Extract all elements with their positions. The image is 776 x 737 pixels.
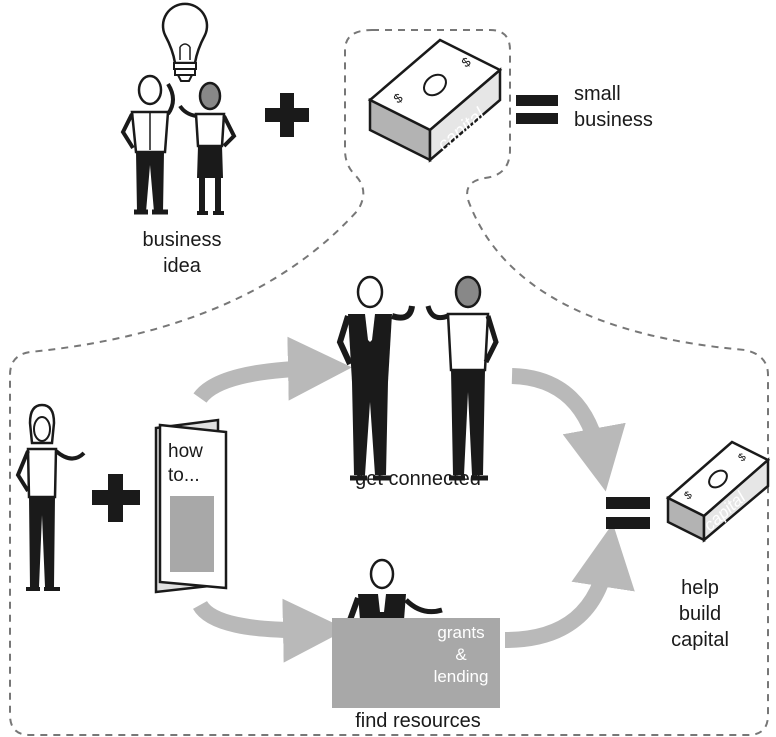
help-build-capital-label: help build capital bbox=[650, 575, 750, 653]
guide-text-line: to... bbox=[168, 465, 200, 486]
money-stack-icon: $ $ capital bbox=[367, 38, 503, 163]
guide-booklet-text: how to... bbox=[168, 440, 218, 488]
arrow-resources-to-capital bbox=[504, 523, 635, 648]
person-icon bbox=[347, 558, 443, 622]
equals-icon bbox=[606, 497, 650, 529]
money-stack-icon: $ $ capital bbox=[665, 440, 771, 543]
arrow-connected-to-capital bbox=[511, 368, 626, 492]
desk-text-line: & bbox=[455, 645, 467, 664]
equals-icon bbox=[516, 95, 558, 124]
guide-text-line: how bbox=[168, 441, 203, 462]
get-connected-label: get connected bbox=[355, 468, 481, 490]
desk-icon bbox=[332, 618, 500, 708]
arrow-to-resources bbox=[193, 598, 347, 663]
business-idea-label: business idea bbox=[118, 227, 246, 279]
person-icon bbox=[15, 403, 86, 591]
result-label-line: capital bbox=[671, 629, 729, 651]
result-label-line: help bbox=[681, 577, 719, 599]
person-icon bbox=[120, 74, 175, 215]
idea-label-line: business bbox=[142, 229, 222, 251]
plus-icon bbox=[92, 474, 140, 522]
grants-lending-text: grants & lending bbox=[425, 622, 497, 688]
arrow-to-connected bbox=[193, 336, 352, 404]
lightbulb-icon bbox=[161, 2, 209, 82]
result-label-line: small bbox=[574, 83, 621, 105]
desk-text-line: grants bbox=[437, 623, 485, 642]
small-business-label: small business bbox=[574, 81, 694, 133]
person-icon bbox=[178, 81, 237, 215]
desk-text-line: lending bbox=[433, 667, 489, 686]
guide-booklet-icon bbox=[154, 418, 228, 594]
idea-label-line: idea bbox=[163, 255, 201, 277]
person-icon bbox=[425, 275, 499, 481]
find-resources-label: find resources bbox=[355, 710, 481, 732]
person-icon bbox=[336, 275, 415, 481]
plus-icon bbox=[265, 93, 309, 137]
dashed-region-outline bbox=[9, 29, 769, 736]
result-label-line: business bbox=[574, 109, 653, 131]
result-label-line: build bbox=[678, 603, 722, 625]
